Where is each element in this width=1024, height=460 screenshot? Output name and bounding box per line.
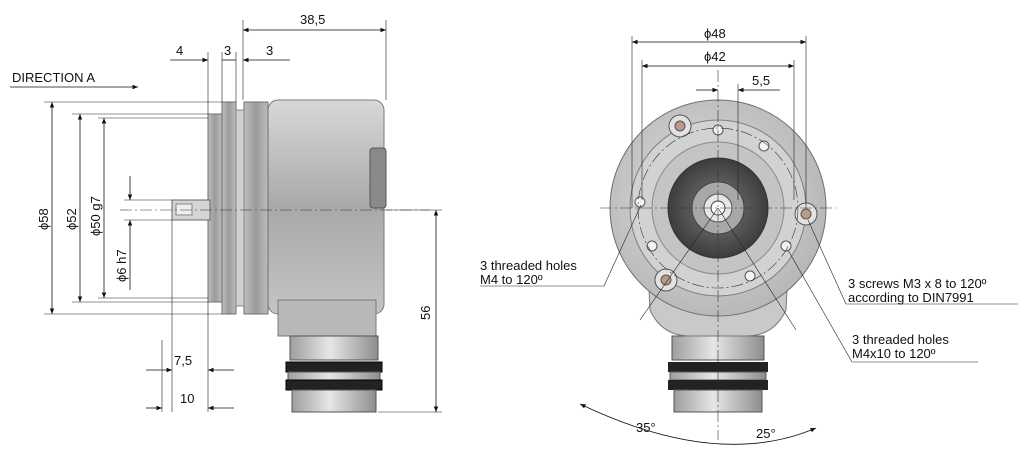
dim-dia-58: ϕ58 xyxy=(36,208,51,230)
note-screws-line2: according to DIN7991 xyxy=(848,290,974,305)
angle-arc xyxy=(579,403,817,445)
connector-base xyxy=(289,335,379,361)
threaded-hole xyxy=(646,240,658,252)
side-view: DIRECTION A 38,5 4 3 3 xyxy=(10,12,442,413)
note-holes-m4-line2: M4 to 120º xyxy=(480,272,543,287)
encoder-housing xyxy=(267,99,385,315)
dim-shaft-7-5: 7,5 xyxy=(174,353,192,368)
dim-offset: 5,5 xyxy=(752,73,770,88)
dim-dia-6: ϕ6 h7 xyxy=(114,249,129,282)
leader-m4x10 xyxy=(787,249,853,363)
dim-flange-c: 3 xyxy=(266,43,273,58)
screw-head xyxy=(674,120,686,132)
note-holes-m4x10-line1: 3 threaded holes xyxy=(852,332,949,347)
leader-screws xyxy=(807,219,847,305)
dim-dia-48: ϕ48 xyxy=(704,26,726,41)
flange-ring-3 xyxy=(243,101,269,315)
dim-shaft-10: 10 xyxy=(180,391,194,406)
front-bolt-circle xyxy=(637,127,799,289)
screw-head xyxy=(800,208,812,220)
dim-flange-b: 3 xyxy=(224,43,231,58)
flange-ring-2 xyxy=(221,101,237,315)
connector-ring-2 xyxy=(285,379,383,391)
angle-left: 35° xyxy=(636,420,656,435)
dim-flange-a: 4 xyxy=(176,43,183,58)
flange-gap xyxy=(235,109,245,307)
connector-tip xyxy=(291,389,377,413)
connector-mid xyxy=(287,371,381,381)
shaft-flat xyxy=(175,203,193,216)
front-view: ϕ48 ϕ42 5,5 3 threaded holes M4 to 120º … xyxy=(480,26,1018,445)
dim-dia-50: ϕ50 g7 xyxy=(88,196,103,236)
connector-ring-1 xyxy=(285,361,383,373)
encoder-housing-neck xyxy=(277,299,377,337)
threaded-hole xyxy=(780,240,792,252)
dim-height-56: 56 xyxy=(418,306,433,320)
note-screws-line1: 3 screws M3 x 8 to 120º xyxy=(848,276,987,291)
threaded-hole xyxy=(744,270,756,282)
direction-label: DIRECTION A xyxy=(12,70,95,85)
dim-dia-42: ϕ42 xyxy=(704,49,726,64)
note-holes-m4x10-line2: M4x10 to 120º xyxy=(852,346,936,361)
angle-line-left xyxy=(639,207,719,321)
screw-head xyxy=(660,274,672,286)
leader-m4-b xyxy=(603,204,642,287)
angle-right: 25° xyxy=(756,426,776,441)
dim-total-length: 38,5 xyxy=(300,12,325,27)
threaded-hole xyxy=(634,196,646,208)
dim-dia-52: ϕ52 xyxy=(64,208,79,230)
angle-line-right xyxy=(717,207,797,331)
note-holes-m4-line1: 3 threaded holes xyxy=(480,258,577,273)
housing-window xyxy=(369,147,387,209)
